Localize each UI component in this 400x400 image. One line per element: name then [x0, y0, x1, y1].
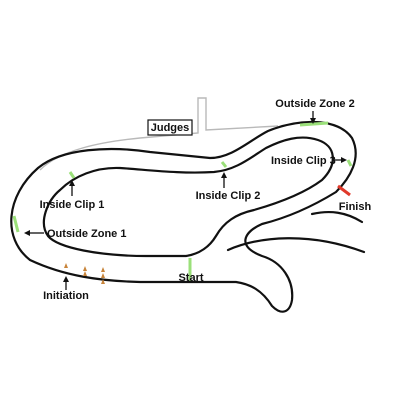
label-initiation: Initiation: [43, 276, 89, 302]
label-inside-clip-1: Inside Clip 1: [40, 180, 105, 211]
exit-road-lower: [226, 237, 366, 254]
label-finish: Finish: [339, 201, 372, 213]
initiation-cones: [64, 263, 105, 284]
exit-road-upper: [310, 211, 364, 224]
finish-line: [337, 184, 351, 197]
initiation-label: Initiation: [43, 290, 89, 302]
spectator-line: [39, 97, 279, 171]
judges-boundary: Judges: [39, 97, 279, 171]
outside-zone-1-marker: [12, 215, 20, 233]
inside-clip-2-label: Inside Clip 2: [196, 190, 261, 202]
label-inside-clip-2: Inside Clip 2: [196, 172, 261, 202]
label-outside-zone-1: Outside Zone 1: [24, 228, 126, 240]
label-outside-zone-2: Outside Zone 2: [275, 98, 355, 124]
outside-zone-2-marker: [299, 121, 329, 127]
inside-clip-3-label: Inside Clip 3: [271, 155, 336, 167]
label-start: Start: [178, 272, 203, 284]
outside-zone-1-label: Outside Zone 1: [47, 228, 126, 240]
inside-clip-1-label: Inside Clip 1: [40, 199, 105, 211]
inside-clip-3-marker: [346, 159, 353, 167]
finish-label: Finish: [339, 201, 372, 213]
inside-clip-2-marker: [220, 161, 228, 168]
judges-box: [147, 119, 193, 136]
start-label: Start: [178, 272, 203, 284]
outside-zone-2-label: Outside Zone 2: [275, 98, 354, 110]
label-inside-clip-3: Inside Clip 3: [271, 155, 347, 167]
judges-label: Judges: [151, 122, 190, 134]
inside-clip-1-marker: [68, 171, 76, 179]
track-inner-edge: [42, 136, 334, 258]
